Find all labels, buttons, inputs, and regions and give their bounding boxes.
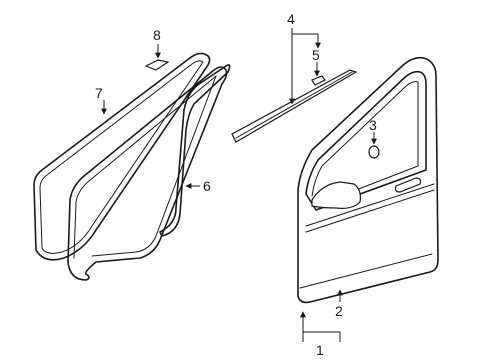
clip-part-5 xyxy=(311,75,326,86)
callout-5: 5 xyxy=(312,47,320,63)
clip-part-8 xyxy=(144,59,170,71)
callout-3: 3 xyxy=(369,117,377,133)
callout-4: 4 xyxy=(287,11,295,27)
callout-7: 7 xyxy=(95,85,103,101)
callout-6: 6 xyxy=(203,178,211,194)
weatherstrip-outer xyxy=(33,52,211,261)
callout-2: 2 xyxy=(335,303,343,319)
callout-8: 8 xyxy=(153,27,161,43)
plug-part-3 xyxy=(368,145,380,159)
glass-run-channel xyxy=(159,64,231,237)
front-door-shell xyxy=(297,56,439,304)
leader-lines xyxy=(101,28,377,342)
callout-1: 1 xyxy=(316,342,324,358)
door-opening-seal xyxy=(67,66,228,281)
belt-molding xyxy=(231,69,358,143)
